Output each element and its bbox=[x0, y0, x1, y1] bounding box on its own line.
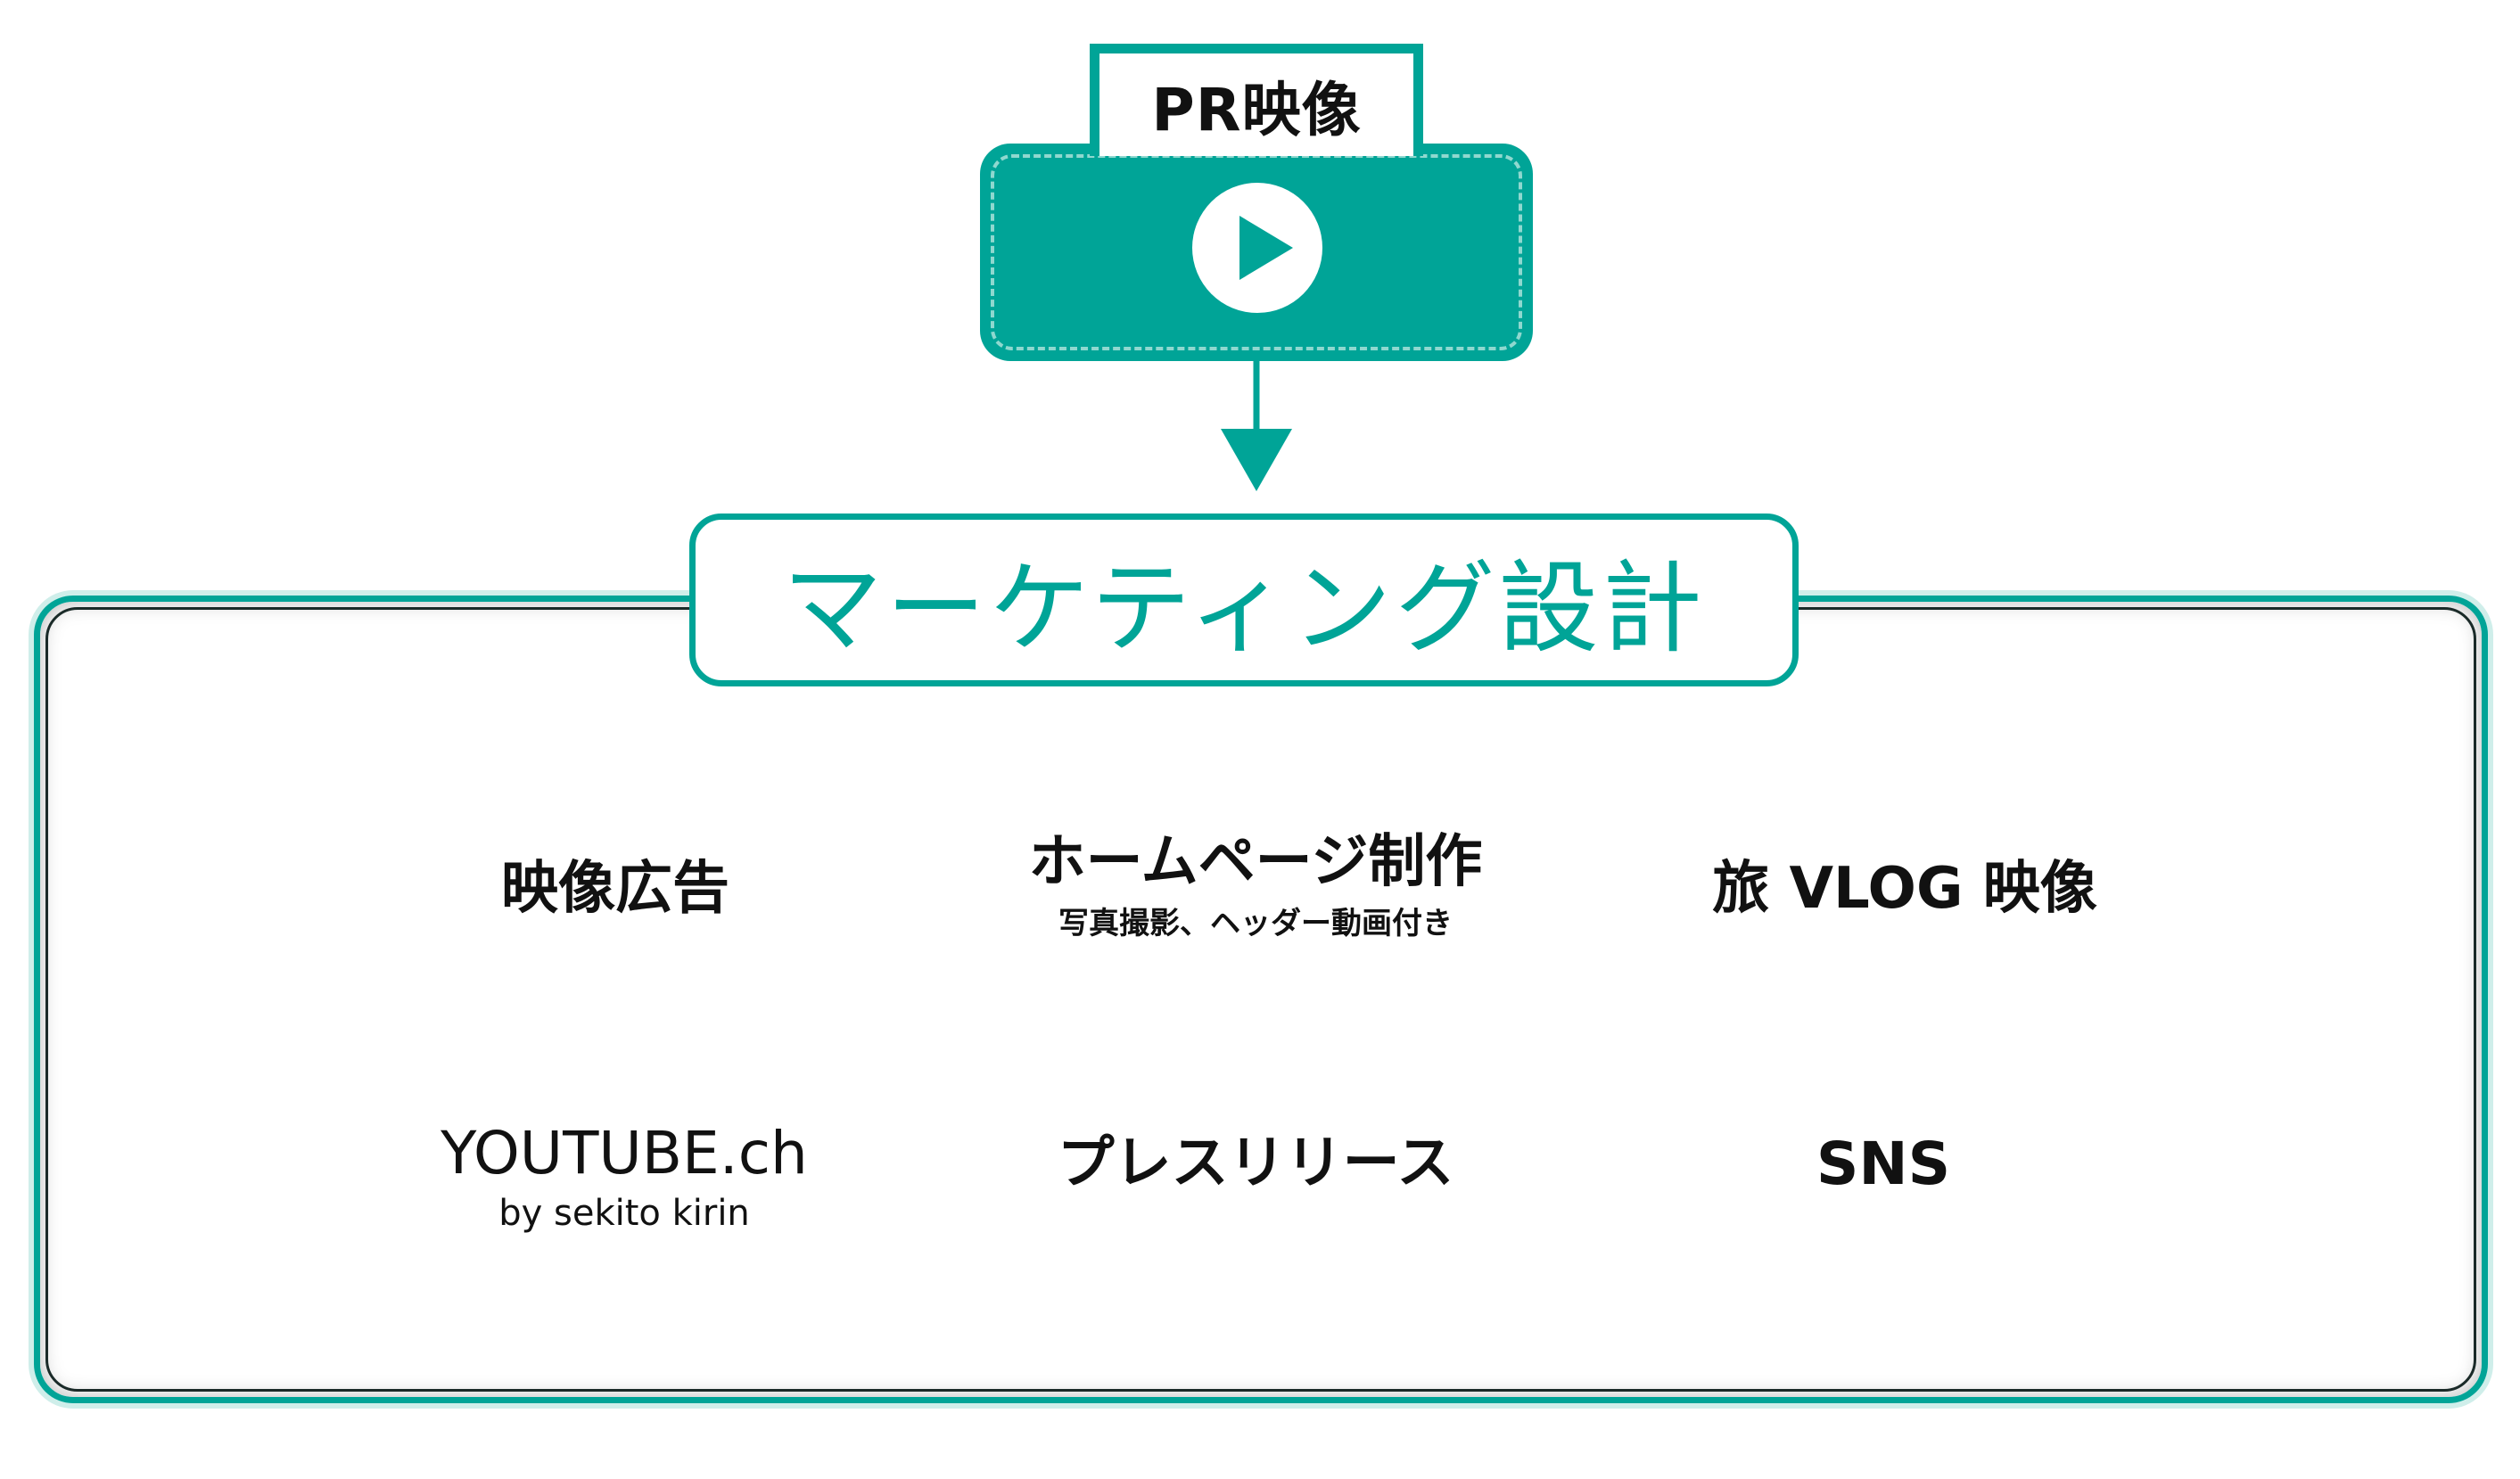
pr-video-box-dashed-border bbox=[991, 154, 1522, 350]
item-sns-title: SNS bbox=[1816, 1130, 1951, 1198]
marketing-design-heading: マーケティング設計 bbox=[782, 551, 1706, 667]
item-homepage-title: ホームページ制作 bbox=[1028, 829, 1483, 895]
item-press-release-title: プレスリリース bbox=[1057, 1130, 1454, 1196]
item-youtube-title: YOUTUBE.ch bbox=[441, 1119, 808, 1187]
item-video-ads: 映像広告 bbox=[437, 856, 794, 922]
pr-video-label: PR映像 bbox=[1151, 75, 1362, 144]
marketing-frame-inner-border bbox=[45, 607, 2476, 1392]
item-sns: SNS bbox=[1750, 1130, 2017, 1198]
item-youtube: YOUTUBE.ch by sekito kirin bbox=[392, 1119, 856, 1235]
play-icon bbox=[1192, 183, 1322, 313]
marketing-design-heading-box: マーケティング設計 bbox=[689, 514, 1799, 686]
item-travel-vlog: 旅 VLOG 映像 bbox=[1664, 856, 2145, 922]
marketing-frame bbox=[34, 596, 2488, 1403]
pr-video-label-tab: PR映像 bbox=[1090, 44, 1423, 156]
item-homepage-subtitle: 写真撮影、ヘッダー動画付き bbox=[1058, 906, 1453, 942]
item-homepage: ホームページ制作 写真撮影、ヘッダー動画付き bbox=[943, 831, 1568, 942]
arrow-down-icon bbox=[1221, 361, 1292, 491]
item-travel-vlog-title: 旅 VLOG 映像 bbox=[1712, 856, 2097, 922]
item-youtube-subtitle: by sekito kirin bbox=[498, 1192, 750, 1234]
item-video-ads-title: 映像広告 bbox=[501, 856, 729, 922]
item-press-release: プレスリリース bbox=[988, 1130, 1523, 1196]
